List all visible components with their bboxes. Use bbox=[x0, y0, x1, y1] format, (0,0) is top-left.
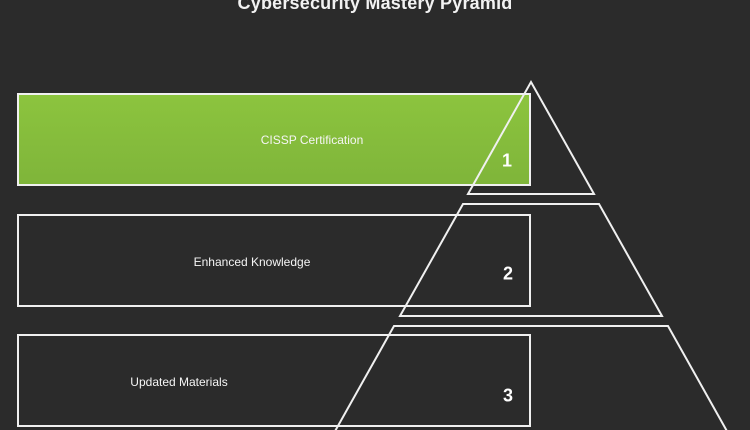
level-rank-3: 3 bbox=[502, 385, 514, 406]
level-bar-1 bbox=[17, 93, 531, 186]
pyramid-tier-3-shape bbox=[334, 325, 728, 430]
level-rank-1: 1 bbox=[501, 150, 513, 171]
pyramid-tier-1-shape bbox=[466, 79, 596, 195]
level-rank-2: 2 bbox=[502, 263, 514, 284]
chart-title: Cybersecurity Mastery Pyramid bbox=[237, 0, 513, 13]
level-bar-2 bbox=[17, 214, 531, 307]
level-bar-3 bbox=[17, 334, 531, 427]
level-label-cissp-certification: CISSP Certification bbox=[260, 133, 364, 147]
level-label-enhanced-knowledge: Enhanced Knowledge bbox=[193, 255, 311, 269]
level-label-updated-materials: Updated Materials bbox=[130, 375, 228, 389]
pyramid-tier-2-shape bbox=[398, 203, 664, 317]
